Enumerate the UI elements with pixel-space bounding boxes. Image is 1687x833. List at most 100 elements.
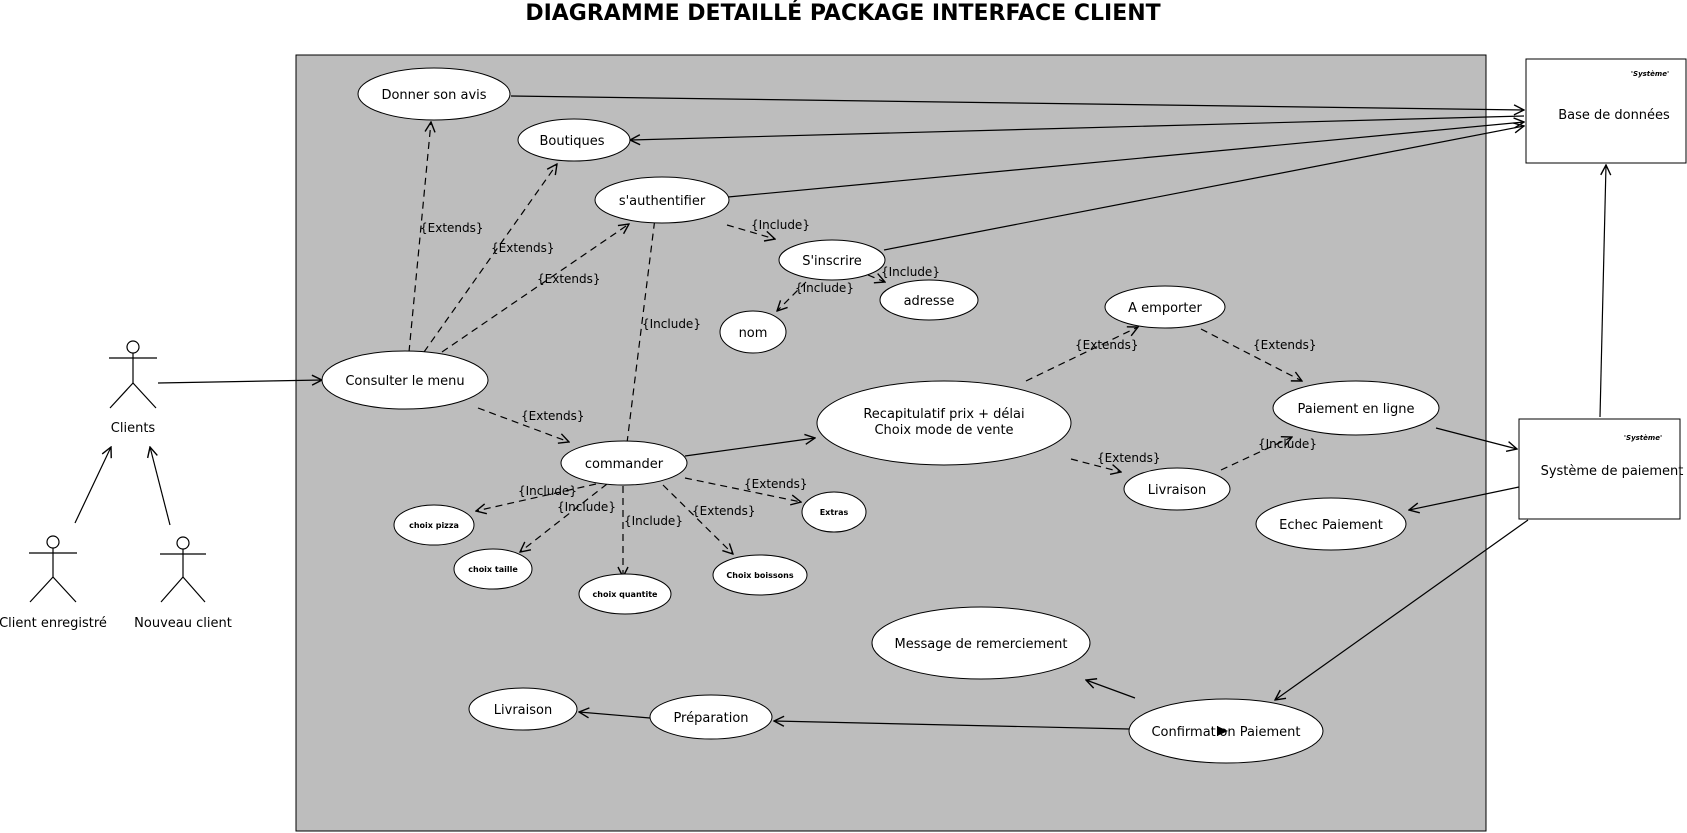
label-ext-auth: {Extends} <box>537 272 601 286</box>
label-ext-boissons: {Extends} <box>692 504 756 518</box>
inc-livraison-paiement <box>1220 437 1292 471</box>
actor-nouveau-client-label: Nouveau client <box>134 616 232 631</box>
use-case-consulter-menu[interactable]: Consulter le menu <box>321 350 489 410</box>
label-inc-inscrire-adresse: {Include} <box>881 265 940 279</box>
base-de-donnees-label: Base de données <box>1558 108 1670 123</box>
assoc-confirmation-message <box>1086 680 1136 699</box>
ext-consulter-auth <box>441 224 629 353</box>
svg-text:Confirmation Paiement: Confirmation Paiement <box>1151 725 1300 740</box>
label-ext-emporter: {Extends} <box>1075 338 1139 352</box>
svg-text:Paiement en ligne: Paiement en ligne <box>1297 402 1414 417</box>
use-case-livraison-final[interactable]: Livraison <box>468 687 578 731</box>
assoc-auth-bdd <box>727 122 1524 198</box>
assoc-avis-bdd <box>510 95 1524 110</box>
svg-text:Choix mode de vente: Choix mode de vente <box>874 423 1013 438</box>
ext-commander-extras <box>684 477 801 502</box>
use-case-choix-taille[interactable]: choix taille <box>453 548 533 590</box>
inc-commander-auth <box>626 194 658 444</box>
svg-text:A emporter: A emporter <box>1128 301 1202 316</box>
use-case-choix-pizza[interactable]: choix pizza <box>393 504 475 546</box>
label-inc-commander-auth: {Include} <box>642 317 701 331</box>
svg-text:Livraison: Livraison <box>494 703 552 718</box>
svg-text:Recapitulatif prix + délai: Recapitulatif prix + délai <box>863 407 1024 422</box>
actor-client-enregistre-label: Client enregistré <box>0 616 107 631</box>
use-case-livraison-mode[interactable]: Livraison <box>1123 467 1231 511</box>
use-case-recapitulatif[interactable]: Recapitulatif prix + délai Choix mode de… <box>816 380 1072 466</box>
label-ext-avis: {Extends} <box>420 221 484 235</box>
label-inc-auth-inscrire: {Include} <box>751 218 810 232</box>
use-case-preparation[interactable]: Préparation <box>649 694 773 740</box>
systeme-paiement-label: Système de paiement <box>1541 464 1684 479</box>
ext-emporter-paiement <box>1200 328 1302 381</box>
use-case-extras[interactable]: Extras <box>801 491 867 533</box>
svg-text:S'inscrire: S'inscrire <box>802 254 862 269</box>
use-case-echec-paiement[interactable]: Echec Paiement <box>1255 497 1407 551</box>
actor-clients[interactable] <box>109 340 157 409</box>
use-case-boutiques[interactable]: Boutiques <box>517 118 631 162</box>
use-case-a-emporter[interactable]: A emporter <box>1104 285 1226 329</box>
label-ext-commander: {Extends} <box>521 409 585 423</box>
assoc-systeme-echec <box>1409 486 1520 510</box>
svg-text:Extras: Extras <box>820 508 849 517</box>
label-ext-emporter-paiement: {Extends} <box>1253 338 1317 352</box>
svg-text:Préparation: Préparation <box>673 711 748 726</box>
inc-auth-inscrire <box>726 224 775 239</box>
inc-commander-taille <box>520 483 608 552</box>
label-inc-pizza: {Include} <box>518 484 577 498</box>
assoc-confirmation-preparation <box>774 721 1130 730</box>
label-inc-livraison-paiement: {Include} <box>1258 437 1317 451</box>
assoc-systeme-confirmation <box>1275 519 1529 700</box>
use-case-adresse[interactable]: adresse <box>879 279 979 321</box>
svg-text:Message de remerciement: Message de remerciement <box>894 637 1067 652</box>
ext-recap-livraison <box>1070 458 1121 472</box>
svg-text:Choix boissons: Choix boissons <box>726 571 793 580</box>
inc-inscrire-nom <box>777 281 807 311</box>
svg-text:Consulter le menu: Consulter le menu <box>345 374 464 389</box>
label-ext-livraison: {Extends} <box>1097 451 1161 465</box>
systeme-paiement-stereotype: 'Système' <box>1624 434 1662 442</box>
assoc-inscrire-bdd <box>883 126 1524 251</box>
use-case-donner-avis[interactable]: Donner son avis <box>357 67 511 121</box>
svg-text:nom: nom <box>739 326 768 341</box>
relationships <box>74 95 1606 730</box>
use-case-message-remerciement[interactable]: Message de remerciement <box>871 606 1091 680</box>
use-case-choix-quantite[interactable]: choix quantite <box>578 573 672 615</box>
svg-text:adresse: adresse <box>904 294 955 309</box>
inc-commander-pizza <box>476 483 597 511</box>
use-case-choix-boissons[interactable]: Choix boissons <box>712 554 808 596</box>
ext-consulter-commander <box>477 407 569 442</box>
svg-text:choix quantite: choix quantite <box>593 590 659 599</box>
base-de-donnees-stereotype: 'Système' <box>1631 70 1669 78</box>
label-inc-taille: {Include} <box>557 500 616 514</box>
assoc-commander-recap <box>684 438 815 457</box>
confirmation-arrowhead <box>1217 726 1228 736</box>
assoc-systeme-bdd <box>1599 165 1606 418</box>
svg-text:choix taille: choix taille <box>468 565 518 574</box>
gen-nouveau-client <box>150 447 171 526</box>
svg-text:commander: commander <box>585 457 664 472</box>
use-case-commander[interactable]: commander <box>560 440 688 486</box>
assoc-bdd-boutiques <box>630 115 1525 140</box>
actor-nouveau-client[interactable] <box>160 536 206 603</box>
assoc-clients-consulter <box>157 380 322 383</box>
use-case-paiement-en-ligne[interactable]: Paiement en ligne <box>1272 380 1440 436</box>
base-de-donnees-box[interactable]: 'Système' Base de données <box>1525 58 1687 164</box>
svg-text:s'authentifier: s'authentifier <box>619 194 706 209</box>
use-case-nom[interactable]: nom <box>719 310 787 354</box>
systeme-paiement-box[interactable]: 'Système' Système de paiement <box>1518 418 1684 520</box>
svg-text:Boutiques: Boutiques <box>539 134 604 149</box>
inc-inscrire-adresse <box>867 275 885 282</box>
ext-commander-boissons <box>662 484 733 554</box>
use-case-sauthentifier[interactable]: s'authentifier <box>594 176 730 224</box>
actor-client-enregistre[interactable] <box>29 535 77 603</box>
svg-text:Donner son avis: Donner son avis <box>381 88 486 103</box>
assoc-paiement-systeme <box>1435 427 1517 449</box>
ext-consulter-boutiques <box>423 164 557 353</box>
relation-labels: {Extends} {Extends} {Extends} {Extends} … <box>420 218 1317 528</box>
use-case-sinscrire[interactable]: S'inscrire <box>778 239 886 281</box>
label-inc-quantite: {Include} <box>624 514 683 528</box>
assoc-preparation-livraison <box>579 712 651 719</box>
svg-text:Echec Paiement: Echec Paiement <box>1279 518 1383 533</box>
svg-text:Livraison: Livraison <box>1148 483 1206 498</box>
